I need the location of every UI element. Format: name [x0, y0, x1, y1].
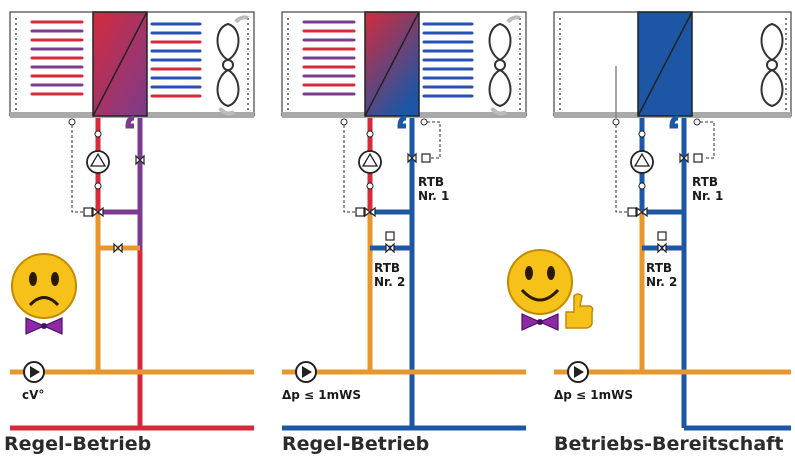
rtb-number: Nr. 1 — [418, 189, 449, 203]
rtb-label: RTB — [692, 175, 718, 189]
rtb-number: Nr. 2 — [646, 275, 677, 289]
pump-icon — [630, 150, 654, 174]
warm-air-lines — [302, 20, 356, 96]
rtb-number: Nr. 2 — [374, 275, 405, 289]
sad-face-icon — [11, 253, 77, 319]
bow-tie-icon — [521, 313, 559, 331]
rtb-label: RTB — [418, 175, 444, 189]
temp-sensor — [68, 118, 76, 126]
pump-icon — [567, 361, 589, 383]
pump-icon — [23, 361, 45, 383]
pump-icon — [295, 361, 317, 383]
panel-1: cV° Regel-Betrieb — [4, 11, 255, 455]
valve-icon — [627, 152, 703, 254]
valve-icon — [355, 152, 431, 254]
valve-icon — [83, 154, 145, 254]
rtb-number: Nr. 1 — [692, 189, 723, 203]
fan-icon — [488, 15, 521, 116]
happy-face-icon — [507, 249, 573, 315]
pump-label: Δp ≤ 1mWS — [282, 388, 361, 402]
panel-caption: Betriebs-Bereitschaft — [554, 433, 784, 455]
pump-icon — [358, 150, 382, 174]
cold-air-lines — [150, 22, 202, 98]
panel-caption: Regel-Betrieb — [4, 433, 151, 455]
pump-label: cV° — [22, 388, 44, 402]
cold-air-lines — [422, 22, 474, 98]
rtb-label: RTB — [646, 261, 672, 275]
pump-label: Δp ≤ 1mWS — [554, 388, 633, 402]
panel-caption: Regel-Betrieb — [282, 433, 429, 455]
thumbs-up-icon — [565, 293, 594, 329]
fan-icon — [760, 22, 784, 108]
bow-tie-icon — [25, 317, 63, 335]
warm-air-lines — [30, 20, 84, 96]
panel-3: RTB Nr. 1 RTB Nr. 2 Δp ≤ 1mWS Betriebs-B… — [507, 11, 792, 455]
rtb-label: RTB — [374, 261, 400, 275]
panel-2: RTB Nr. 1 RTB Nr. 2 Δp ≤ 1mWS Regel-Betr… — [281, 11, 527, 455]
pump-icon — [86, 150, 110, 174]
fan-icon — [216, 15, 249, 116]
